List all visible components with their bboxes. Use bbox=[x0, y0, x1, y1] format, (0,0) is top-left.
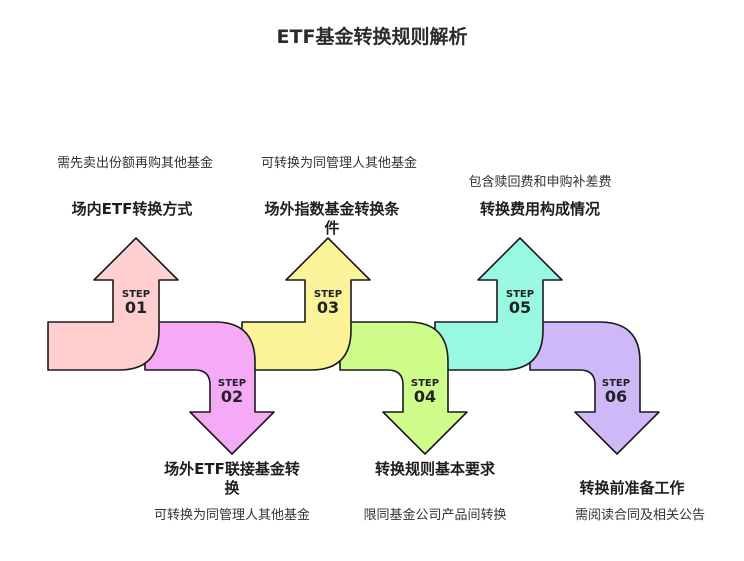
step-04-shape bbox=[339, 321, 468, 455]
step-03-label: STEP bbox=[314, 289, 342, 300]
step-05-shape bbox=[434, 237, 563, 371]
step-03-arrow: STEP 03 bbox=[241, 237, 371, 371]
step-06-shape bbox=[529, 321, 660, 455]
step-03-number: 03 bbox=[317, 298, 339, 317]
page-title: ETF基金转换规则解析 bbox=[276, 26, 468, 48]
step-04-arrow: STEP 04 bbox=[339, 321, 468, 455]
step-02-label: STEP bbox=[218, 378, 246, 389]
step-05-description: 包含赎回费和申购补差费 bbox=[468, 175, 612, 190]
step-04-description: 限同基金公司产品间转换 bbox=[363, 508, 507, 523]
step-05-label: STEP bbox=[506, 289, 534, 300]
step-04-heading: 转换规则基本要求 bbox=[374, 460, 495, 478]
step-01-arrow: STEP 01 bbox=[47, 237, 179, 371]
step-06-arrow: STEP 06 bbox=[529, 321, 660, 455]
step-06-heading: 转换前准备工作 bbox=[579, 479, 685, 497]
step-03-description: 可转换为同管理人其他基金 bbox=[260, 156, 417, 171]
step-03-heading: 场外指数基金转换条件 bbox=[264, 200, 400, 237]
step-06-label: STEP bbox=[602, 378, 630, 389]
step-06-description: 需阅读合同及相关公告 bbox=[574, 508, 705, 523]
step-04-number: 04 bbox=[414, 387, 436, 406]
step-02-shape bbox=[144, 321, 275, 455]
step-02-arrow: STEP 02 bbox=[144, 321, 275, 455]
step-01-heading: 场内ETF转换方式 bbox=[71, 200, 193, 218]
step-02-heading: 场外ETF联接基金转换 bbox=[164, 460, 300, 497]
step-01-description: 需先卖出份额再购其他基金 bbox=[56, 156, 213, 171]
step-01-label: STEP bbox=[122, 289, 150, 300]
step-03-shape bbox=[241, 237, 371, 371]
step-05-heading: 转换费用构成情况 bbox=[479, 200, 600, 218]
step-05-number: 05 bbox=[509, 298, 531, 317]
step-05-arrow: STEP 05 bbox=[434, 237, 563, 371]
step-02-description: 可转换为同管理人其他基金 bbox=[153, 508, 310, 523]
step-04-label: STEP bbox=[411, 378, 439, 389]
step-02-number: 02 bbox=[221, 387, 243, 406]
step-01-shape bbox=[47, 237, 179, 371]
step-06-number: 06 bbox=[605, 387, 627, 406]
step-01-number: 01 bbox=[125, 298, 147, 317]
